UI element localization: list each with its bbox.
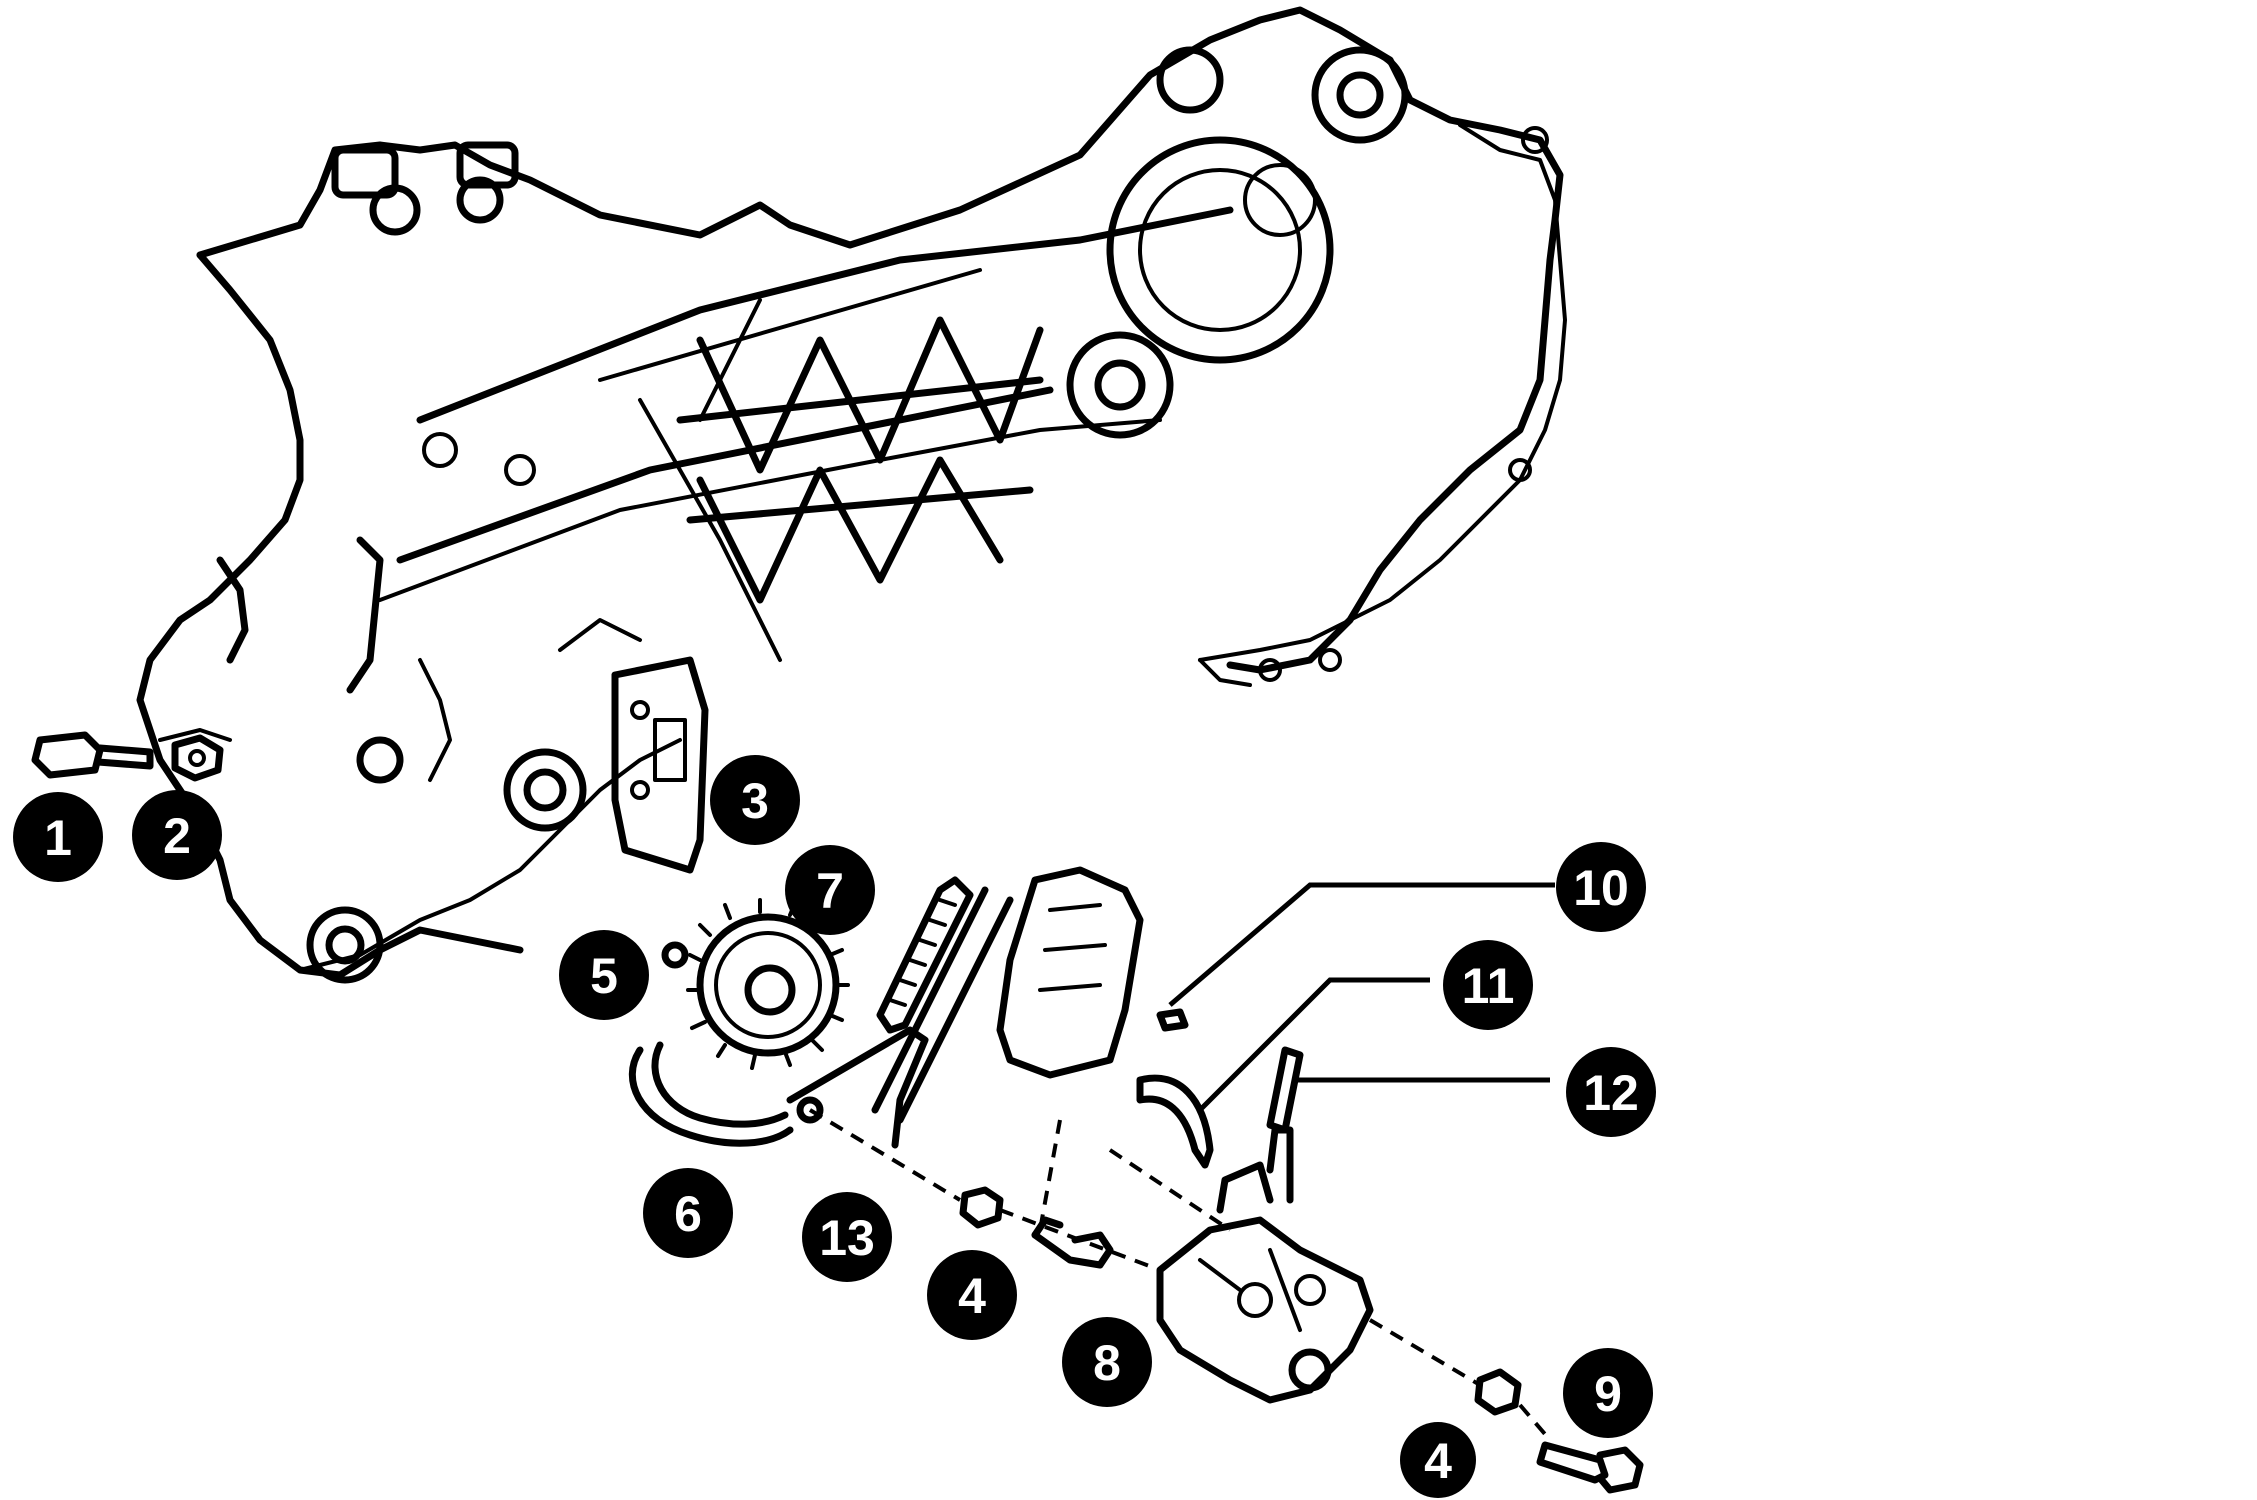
callout-2: 2 bbox=[132, 790, 222, 880]
callout-4-a-label: 4 bbox=[958, 1268, 986, 1324]
callout-1: 1 bbox=[13, 792, 103, 882]
callout-10-label: 10 bbox=[1573, 860, 1629, 916]
part-3-plate bbox=[611, 656, 709, 874]
callout-5: 5 bbox=[559, 930, 649, 1020]
leader-lines bbox=[1168, 882, 1555, 1112]
callout-4-b-label: 4 bbox=[1424, 1433, 1452, 1489]
assembly-axes bbox=[808, 1108, 1552, 1442]
callout-6: 6 bbox=[643, 1168, 733, 1258]
part-10-key bbox=[1156, 1008, 1189, 1032]
callout-6-label: 6 bbox=[674, 1186, 702, 1242]
part-7-gear bbox=[686, 898, 850, 1070]
part-12-pin bbox=[1266, 1046, 1304, 1134]
callout-2-label: 2 bbox=[163, 808, 191, 864]
pump-cover bbox=[996, 866, 1144, 1079]
crankcase bbox=[136, 6, 1567, 984]
callout-7-label: 7 bbox=[816, 863, 844, 919]
part-4-nut-a bbox=[959, 1186, 1004, 1229]
callout-11-label: 11 bbox=[1462, 958, 1515, 1014]
callout-9: 9 bbox=[1563, 1348, 1653, 1438]
part-8-bolt bbox=[1031, 1216, 1114, 1269]
callout-13: 13 bbox=[802, 1192, 892, 1282]
callout-7: 7 bbox=[785, 845, 875, 935]
callout-8: 8 bbox=[1062, 1317, 1152, 1407]
part-13-bracket bbox=[786, 886, 1014, 1149]
part-11-shim bbox=[1136, 1074, 1214, 1169]
callout-12: 12 bbox=[1566, 1047, 1656, 1137]
part-9-bolt bbox=[1536, 1441, 1644, 1494]
chain bbox=[876, 876, 974, 1034]
part-1-bolt bbox=[31, 731, 154, 779]
callout-5-label: 5 bbox=[590, 948, 618, 1004]
callout-9-label: 9 bbox=[1594, 1366, 1622, 1422]
part-2-nut bbox=[171, 734, 224, 782]
callout-11: 11 bbox=[1443, 940, 1533, 1030]
callout-3: 3 bbox=[710, 755, 800, 845]
part-5-ball bbox=[661, 941, 689, 969]
part-6-seal bbox=[628, 1041, 794, 1147]
callout-3-label: 3 bbox=[741, 773, 769, 829]
callout-4-a: 4 bbox=[927, 1250, 1017, 1340]
callout-12-label: 12 bbox=[1583, 1065, 1639, 1121]
callout-13-label: 13 bbox=[819, 1210, 875, 1266]
part-4-nut-b bbox=[1474, 1368, 1522, 1416]
oil-pump-body bbox=[1156, 1126, 1374, 1404]
callout-1-label: 1 bbox=[44, 810, 72, 866]
callout-10: 10 bbox=[1556, 842, 1646, 932]
callout-8-label: 8 bbox=[1093, 1335, 1121, 1391]
callout-4-b: 4 bbox=[1400, 1422, 1476, 1498]
